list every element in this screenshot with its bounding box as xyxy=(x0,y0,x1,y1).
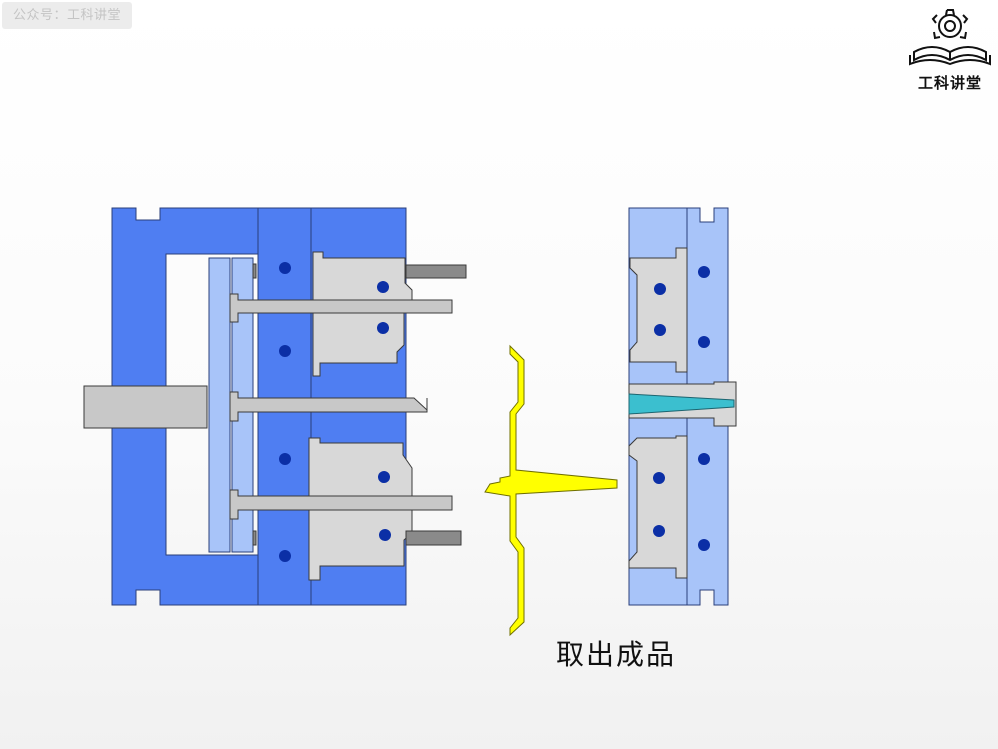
watermark-badge: 公众号：工科讲堂 xyxy=(2,2,133,29)
water-channel xyxy=(279,453,291,465)
fixed-mold-half xyxy=(628,207,737,606)
water-channel xyxy=(654,283,666,295)
return-pin-lower xyxy=(252,530,257,546)
water-channel xyxy=(279,345,291,357)
lower-cavity-insert xyxy=(628,435,688,579)
water-channel xyxy=(653,472,665,484)
water-channel xyxy=(279,550,291,562)
sprue-cone xyxy=(628,393,735,415)
water-channel xyxy=(654,324,666,336)
ejector-rod xyxy=(83,385,208,429)
return-pin-upper xyxy=(252,263,257,279)
brand-logo: 工科讲堂 xyxy=(906,2,994,94)
logo-text: 工科讲堂 xyxy=(917,74,982,92)
water-channel xyxy=(377,281,389,293)
moving-mold-half xyxy=(83,207,467,606)
upper-cavity-insert xyxy=(629,247,688,373)
step-caption: 取出成品 xyxy=(556,638,677,671)
return-pin-upper-head xyxy=(405,264,467,279)
water-channel xyxy=(698,453,710,465)
ejector-retainer-plate xyxy=(208,257,231,553)
water-channel xyxy=(378,471,390,483)
clamp-plate xyxy=(111,207,259,606)
molded-product xyxy=(484,344,618,637)
watermark-text: 公众号：工科讲堂 xyxy=(13,8,122,23)
water-channel xyxy=(653,525,665,537)
water-channel xyxy=(379,529,391,541)
water-channel xyxy=(377,322,389,334)
ejector-pin-top xyxy=(229,293,453,323)
return-pin-lower-head xyxy=(405,530,462,546)
gear-book-logo-icon xyxy=(909,9,991,66)
water-channel xyxy=(698,266,710,278)
upper-core-insert xyxy=(312,251,413,377)
water-channel xyxy=(698,539,710,551)
ejector-pin-bottom xyxy=(229,489,453,520)
water-channel xyxy=(279,262,291,274)
ejector-pin-middle xyxy=(229,391,428,422)
water-channel xyxy=(698,336,710,348)
